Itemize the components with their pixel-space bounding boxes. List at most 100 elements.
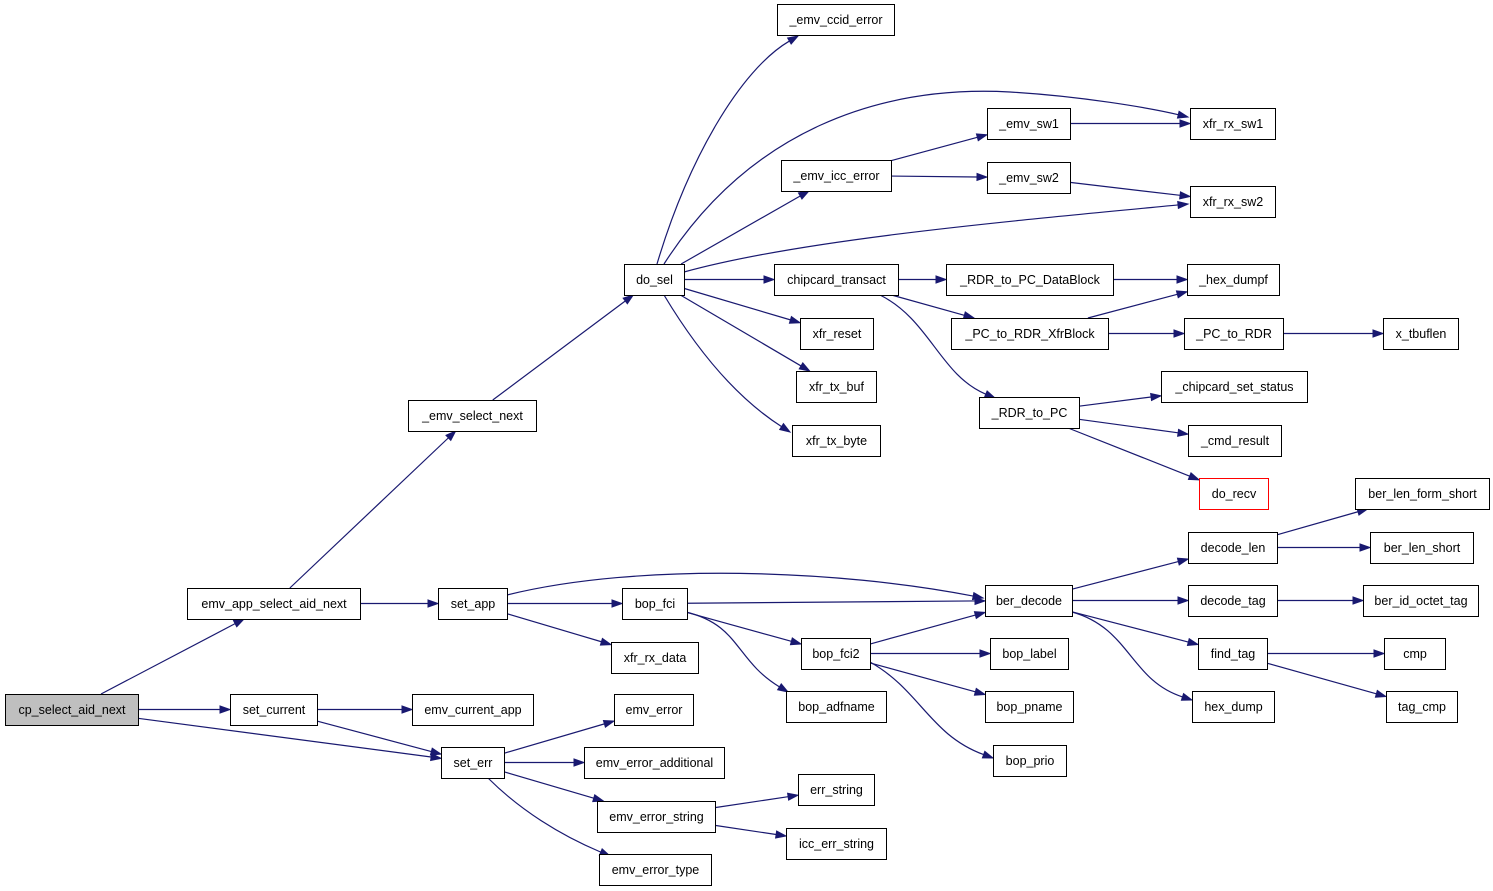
node-label: bop_prio (1006, 754, 1055, 768)
node-box (985, 691, 1074, 723)
edge-_RDR_to_PC-to-_cmd_result (1078, 418, 1190, 437)
node-_hex_dumpf[interactable]: _hex_dumpf (1187, 264, 1280, 296)
node-label: ber_len_form_short (1368, 487, 1477, 501)
node-label: find_tag (1211, 647, 1256, 661)
node-emv_error[interactable]: emv_error (614, 694, 694, 726)
edge-_RDR_to_PC_DataBlock-to-_hex_dumpf (1113, 275, 1189, 284)
node-_emv_sw2[interactable]: _emv_sw2 (987, 162, 1071, 194)
node-set_current[interactable]: set_current (230, 694, 318, 726)
node-box (1386, 691, 1458, 723)
node-xfr_tx_byte[interactable]: xfr_tx_byte (792, 425, 881, 457)
node-set_err[interactable]: set_err (441, 747, 505, 779)
node-do_sel[interactable]: do_sel (624, 264, 685, 296)
edge-decode_tag-to-ber_id_octet_tag (1277, 596, 1365, 605)
node-emv_current_app[interactable]: emv_current_app (412, 694, 534, 726)
edge-bop_fci2-to-bop_prio (869, 661, 995, 759)
edge-decode_len-to-ber_len_short (1277, 543, 1372, 552)
node-xfr_rx_sw1[interactable]: xfr_rx_sw1 (1190, 108, 1276, 140)
node-bop_prio[interactable]: bop_prio (993, 745, 1067, 777)
node-xfr_rx_data[interactable]: xfr_rx_data (611, 642, 699, 674)
node-box (584, 747, 725, 779)
edge-_emv_icc_error-to-_emv_sw2 (890, 172, 989, 182)
node-label: _emv_ccid_error (788, 13, 882, 27)
node-emv_error_type[interactable]: emv_error_type (599, 854, 712, 886)
node-box (614, 694, 694, 726)
node-box (438, 588, 508, 620)
node-label: bop_label (1002, 647, 1056, 661)
node-label: _chipcard_set_status (1174, 380, 1293, 394)
node-label: _emv_icc_error (792, 169, 879, 183)
edge-chipcard_transact-to-_PC_to_RDR_XfrBlock (891, 294, 976, 320)
node-box (781, 160, 892, 192)
node-tag_cmp[interactable]: tag_cmp (1386, 691, 1458, 723)
node-box (1190, 186, 1276, 218)
node-ber_decode[interactable]: ber_decode (985, 585, 1073, 617)
node-ber_len_form_short[interactable]: ber_len_form_short (1355, 478, 1490, 510)
node-_emv_sw1[interactable]: _emv_sw1 (987, 108, 1071, 140)
node-_PC_to_RDR_XfrBlock[interactable]: _PC_to_RDR_XfrBlock (951, 318, 1109, 350)
node-label: bop_adfname (798, 700, 875, 714)
node-box (774, 264, 899, 296)
node-label: xfr_rx_sw1 (1203, 117, 1263, 131)
node-bop_label[interactable]: bop_label (990, 638, 1069, 670)
node-emv_error_string[interactable]: emv_error_string (597, 801, 716, 833)
edge-bop_fci2-to-ber_decode (869, 611, 987, 645)
node-find_tag[interactable]: find_tag (1198, 638, 1268, 670)
node-label: decode_len (1201, 541, 1266, 555)
node-err_string[interactable]: err_string (798, 774, 875, 806)
edge-_emv_icc_error-to-_emv_sw1 (890, 133, 989, 162)
node-label: set_current (243, 703, 306, 717)
node-label: hex_dump (1204, 700, 1262, 714)
node-box (5, 694, 139, 726)
node-decode_len[interactable]: decode_len (1188, 532, 1278, 564)
node-decode_tag[interactable]: decode_tag (1188, 585, 1278, 617)
node-label: emv_error (626, 703, 683, 717)
edge-ber_decode-to-decode_tag (1072, 596, 1190, 605)
node-set_app[interactable]: set_app (438, 588, 508, 620)
node-label: set_err (454, 756, 493, 770)
edge-cp_select_aid_next-to-set_err (137, 717, 443, 762)
node-_emv_icc_error[interactable]: _emv_icc_error (781, 160, 892, 192)
node-label: _PC_to_RDR_XfrBlock (964, 327, 1095, 341)
node-_PC_to_RDR[interactable]: _PC_to_RDR (1184, 318, 1284, 350)
node-bop_fci[interactable]: bop_fci (622, 588, 688, 620)
edge-set_app-to-xfr_rx_data (506, 613, 613, 646)
node-_chipcard_set_status[interactable]: _chipcard_set_status (1161, 371, 1308, 403)
edge-ber_decode-to-hex_dump (1071, 611, 1194, 701)
node-bop_pname[interactable]: bop_pname (985, 691, 1074, 723)
node-bop_fci2[interactable]: bop_fci2 (801, 638, 871, 670)
edge-emv_error_string-to-icc_err_string (714, 824, 788, 839)
node-xfr_reset[interactable]: xfr_reset (800, 318, 874, 350)
node-bop_adfname[interactable]: bop_adfname (786, 691, 887, 723)
node-cmp[interactable]: cmp (1384, 638, 1446, 670)
node-box (801, 638, 871, 670)
node-ber_id_octet_tag[interactable]: ber_id_octet_tag (1363, 585, 1479, 617)
node-label: err_string (810, 783, 863, 797)
node-icc_err_string[interactable]: icc_err_string (786, 828, 887, 860)
node-emv_error_additional[interactable]: emv_error_additional (584, 747, 725, 779)
node-x_tbuflen[interactable]: x_tbuflen (1383, 318, 1459, 350)
node-label: bop_fci2 (812, 647, 859, 661)
node-label: decode_tag (1200, 594, 1265, 608)
node-_emv_ccid_error[interactable]: _emv_ccid_error (777, 4, 895, 36)
node-_emv_select_next[interactable]: _emv_select_next (408, 400, 537, 432)
node-box (1184, 318, 1284, 350)
node-_cmd_result[interactable]: _cmd_result (1188, 425, 1282, 457)
edge-set_current-to-emv_current_app (317, 705, 414, 714)
edge-find_tag-to-tag_cmp (1266, 662, 1388, 698)
node-emv_app_select_aid_next[interactable]: emv_app_select_aid_next (187, 588, 361, 620)
node-_RDR_to_PC[interactable]: _RDR_to_PC (979, 397, 1080, 429)
node-xfr_tx_buf[interactable]: xfr_tx_buf (796, 371, 877, 403)
node-do_recv[interactable]: do_recv (1199, 478, 1269, 510)
node-xfr_rx_sw2[interactable]: xfr_rx_sw2 (1190, 186, 1276, 218)
edge-_emv_sw2-to-xfr_rx_sw2 (1069, 181, 1192, 200)
node-chipcard_transact[interactable]: chipcard_transact (774, 264, 899, 296)
node-box (441, 747, 505, 779)
node-ber_len_short[interactable]: ber_len_short (1370, 532, 1474, 564)
node-label: emv_error_type (612, 863, 700, 877)
node-hex_dump[interactable]: hex_dump (1192, 691, 1275, 723)
node-box (622, 588, 688, 620)
node-_RDR_to_PC_DataBlock[interactable]: _RDR_to_PC_DataBlock (946, 264, 1114, 296)
node-cp_select_aid_next[interactable]: cp_select_aid_next (5, 694, 139, 726)
